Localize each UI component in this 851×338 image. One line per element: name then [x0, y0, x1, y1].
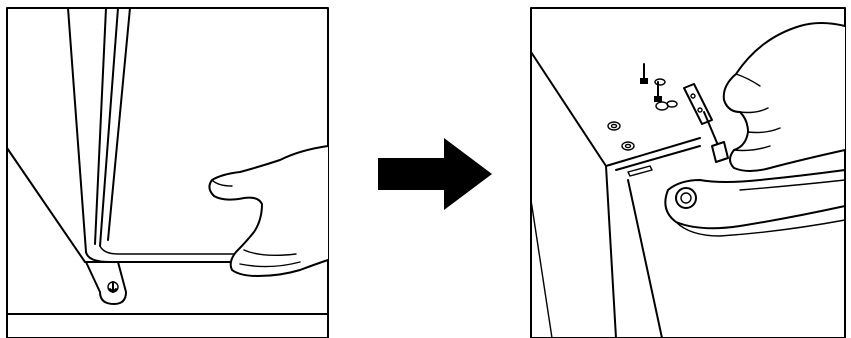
hinge-bracket-icon [684, 84, 712, 124]
door-face [628, 180, 662, 338]
cabinet-front-left [606, 166, 616, 338]
door-edge-inner-1 [95, 8, 106, 244]
door-slot [628, 166, 652, 176]
cabinet-top-front [606, 138, 700, 166]
screw-hole-2 [622, 142, 634, 150]
door-edge-outer [68, 8, 86, 252]
screw-icon [640, 64, 677, 107]
door-handle-icon [665, 170, 845, 236]
door-bottom-inner [100, 246, 245, 254]
right-panel [531, 8, 845, 338]
screw-hole-3 [656, 102, 668, 110]
door-edge-inner-3 [108, 8, 130, 240]
cabinet-left-inner [531, 200, 552, 338]
screw-hole-1 [608, 122, 620, 130]
hand-icon [209, 146, 328, 276]
door-edge-inner-2 [100, 8, 118, 246]
cabinet-side [7, 148, 85, 262]
hand-icon [704, 23, 845, 171]
left-panel [7, 8, 328, 338]
arrow-right-icon [378, 138, 492, 210]
cabinet-top-left [531, 52, 606, 166]
hinge-bracket-icon [86, 262, 126, 304]
